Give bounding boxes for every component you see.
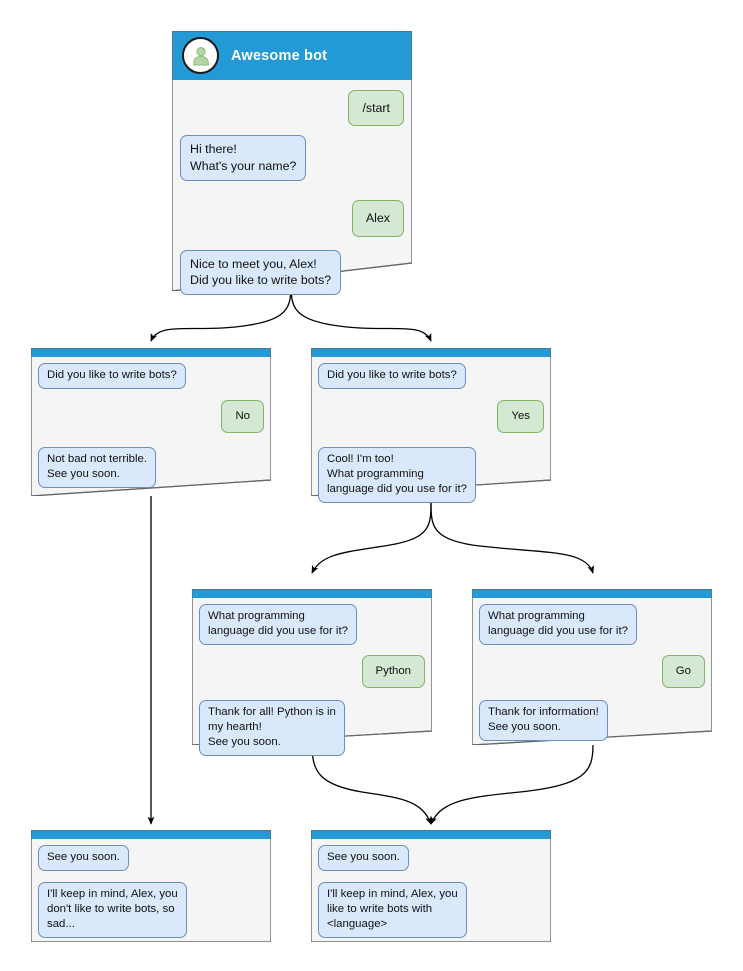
chat-bubble-user: Python bbox=[361, 655, 425, 689]
node-end-yes[interactable]: See you soon. I'll keep in mind, Alex, y… bbox=[311, 830, 551, 942]
chat-bubble-bot: What programming language did you use fo… bbox=[479, 604, 637, 646]
node-no-branch-chat: Did you like to write bots? No Not bad n… bbox=[31, 357, 271, 489]
chat-bubble-user: /start bbox=[348, 90, 404, 127]
node-root[interactable]: Awesome bot /start Hi there! What's your… bbox=[172, 31, 412, 296]
chat-bubble-bot: Cool! I'm too! What programming language… bbox=[318, 447, 476, 504]
node-no-branch[interactable]: Did you like to write bots? No Not bad n… bbox=[31, 348, 271, 496]
node-root-header: Awesome bot bbox=[172, 31, 412, 80]
node-end-yes-chat: See you soon. I'll keep in mind, Alex, y… bbox=[311, 839, 551, 939]
chat-bubble-user: Alex bbox=[351, 200, 404, 237]
chat-bubble-bot: I'll keep in mind, Alex, you like to wri… bbox=[318, 882, 467, 939]
node-end-no-header bbox=[31, 830, 271, 839]
chat-bubble-bot: Hi there! What's your name? bbox=[180, 135, 307, 182]
edge-yes-to-go bbox=[430, 500, 595, 574]
chat-bubble-bot: What programming language did you use fo… bbox=[199, 604, 357, 646]
node-end-yes-header bbox=[311, 830, 551, 839]
chat-bubble-bot: I'll keep in mind, Alex, you don't like … bbox=[38, 882, 187, 939]
chat-bubble-user: Yes bbox=[497, 400, 544, 434]
node-yes-branch-chat: Did you like to write bots? Yes Cool! I'… bbox=[311, 357, 551, 504]
person-avatar-icon bbox=[182, 37, 219, 74]
node-end-no-chat: See you soon. I'll keep in mind, Alex, y… bbox=[31, 839, 271, 939]
node-go-branch-header bbox=[472, 589, 712, 598]
node-python-branch-header bbox=[192, 589, 432, 598]
node-yes-branch[interactable]: Did you like to write bots? Yes Cool! I'… bbox=[311, 348, 551, 504]
chat-bubble-bot: Thank for all! Python is in my hearth! S… bbox=[199, 700, 345, 757]
edge-go-to-end-yes bbox=[430, 744, 594, 825]
chat-bubble-user: Go bbox=[661, 655, 705, 689]
node-root-title: Awesome bot bbox=[231, 47, 328, 64]
chat-bubble-bot: See you soon. bbox=[38, 845, 129, 872]
node-root-chat: /start Hi there! What's your name? Alex … bbox=[172, 80, 412, 296]
chat-bubble-bot: Not bad not terrible. See you soon. bbox=[38, 447, 157, 489]
node-yes-branch-header bbox=[311, 348, 551, 357]
node-no-branch-header bbox=[31, 348, 271, 357]
chat-bubble-bot: Thank for information! See you soon. bbox=[479, 700, 608, 742]
edge-python-to-end-yes bbox=[311, 744, 432, 825]
node-go-branch[interactable]: What programming language did you use fo… bbox=[472, 589, 712, 745]
chat-bubble-bot: Did you like to write bots? bbox=[318, 363, 466, 390]
node-end-no[interactable]: See you soon. I'll keep in mind, Alex, y… bbox=[31, 830, 271, 942]
chat-bubble-user: No bbox=[221, 400, 264, 434]
node-go-branch-chat: What programming language did you use fo… bbox=[472, 598, 712, 742]
chat-bubble-bot: Did you like to write bots? bbox=[38, 363, 186, 390]
edge-yes-to-python bbox=[311, 500, 432, 574]
chat-bubble-bot: See you soon. bbox=[318, 845, 409, 872]
node-python-branch-chat: What programming language did you use fo… bbox=[192, 598, 432, 757]
chat-bubble-bot: Nice to meet you, Alex! Did you like to … bbox=[180, 249, 342, 296]
node-python-branch[interactable]: What programming language did you use fo… bbox=[192, 589, 432, 757]
